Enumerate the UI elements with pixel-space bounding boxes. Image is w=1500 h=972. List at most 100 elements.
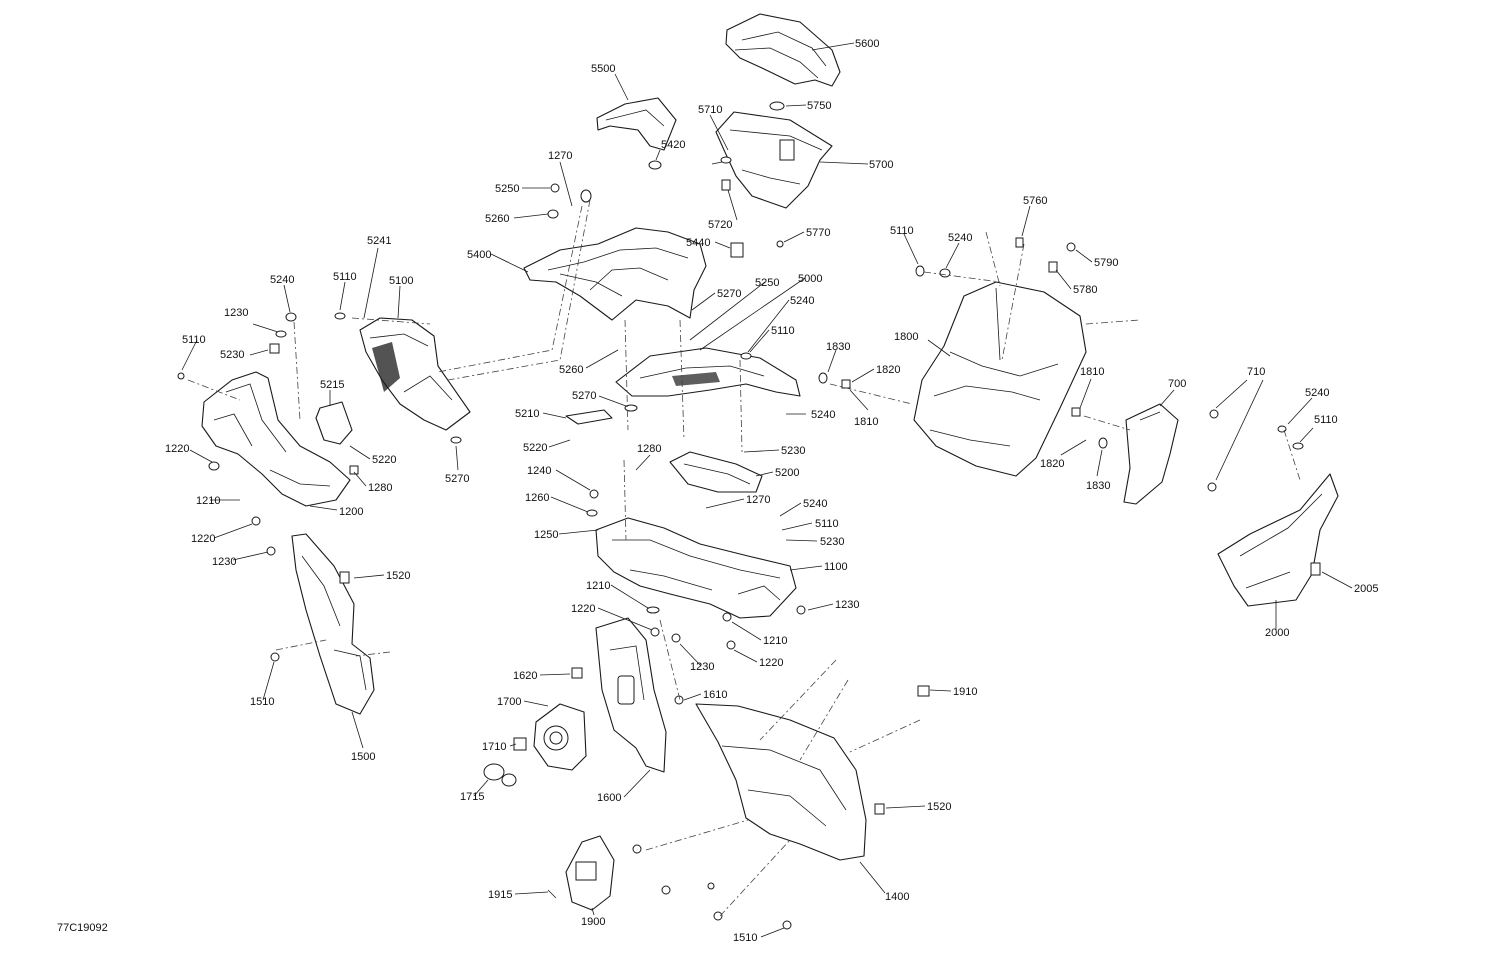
callout-label: 1520: [927, 801, 951, 813]
callout-label: 1820: [876, 364, 900, 376]
washer-5270-left: [450, 436, 462, 444]
fastener-1510-right: [782, 920, 792, 930]
part-1500-left-lower-panel: [291, 533, 375, 715]
screw-5710: [711, 156, 732, 165]
callout-label: 1800: [894, 331, 918, 343]
screw-1230-lower-left: [266, 546, 276, 556]
callout-label: 5720: [708, 219, 732, 231]
callout-label: 1230: [835, 599, 859, 611]
callout-label: 5270: [572, 390, 596, 402]
part-5100-grille-panel: [359, 317, 471, 431]
part-5200-bracket: [669, 451, 763, 493]
callout-label: 5700: [869, 159, 893, 171]
callout-label: 5230: [820, 536, 844, 548]
callout-label: 1280: [637, 443, 661, 455]
callout-label: 1270: [548, 150, 572, 162]
callout-label: 1220: [759, 657, 783, 669]
callout-label: 5440: [686, 237, 710, 249]
callout-label: 1810: [1080, 366, 1104, 378]
callout-label: 5250: [755, 277, 779, 289]
callout-label: 5110: [182, 334, 206, 346]
washer-5110-right: [915, 265, 925, 277]
callout-label: 710: [1247, 366, 1265, 378]
part-1100-lower-console: [595, 517, 797, 619]
callout-label: 1610: [703, 689, 727, 701]
pin-1915: [547, 889, 557, 899]
callout-label: 1280: [368, 482, 392, 494]
part-5600-top-cover: [725, 13, 841, 87]
callout-label: 5240: [790, 295, 814, 307]
callout-label: 1260: [525, 492, 549, 504]
hardware: [177, 101, 1321, 930]
callout-label: 1510: [250, 696, 274, 708]
screw-1210-right: [722, 612, 732, 622]
callout-label: 1270: [746, 494, 770, 506]
washer-5110-far-right: [1292, 442, 1304, 450]
callout-label: 1220: [165, 443, 189, 455]
fastener-5770: [776, 240, 784, 248]
screw-1220-lower-left: [251, 516, 261, 526]
callout-label: 1250: [534, 529, 558, 541]
callout-label: 5500: [591, 63, 615, 75]
clip-2005: [1310, 562, 1321, 576]
callout-label: 5110: [815, 518, 839, 530]
callout-label: 1210: [763, 635, 787, 647]
callout-label: 1520: [386, 570, 410, 582]
callout-label: 1500: [351, 751, 375, 763]
screw-1230-left: [177, 372, 185, 380]
callout-label: 1830: [1086, 480, 1110, 492]
part-2000-right-panel: [1217, 473, 1339, 607]
callout-label: 2005: [1354, 583, 1378, 595]
clip-5780: [1048, 261, 1058, 273]
part-5700-bin: [715, 111, 833, 209]
callout-label: 5215: [320, 379, 344, 391]
callout-label: 5110: [771, 325, 795, 337]
fastener-5260a: [547, 209, 559, 219]
callout-label: 5220: [523, 442, 547, 454]
callout-label: 1910: [953, 686, 977, 698]
clip-5230-left: [269, 343, 280, 354]
callout-label: 1820: [1040, 458, 1064, 470]
clip-1820: [841, 379, 851, 389]
screw-1230-right: [796, 605, 806, 615]
callout-label: 5240: [1305, 387, 1329, 399]
callout-label: 2000: [1265, 627, 1289, 639]
assembly-lines: [187, 199, 1301, 917]
part-5210-plate: [565, 409, 613, 425]
part-1400-door-panel: [695, 703, 867, 861]
callout-label: 1900: [581, 916, 605, 928]
gasket-1715: [483, 763, 517, 787]
callout-label: 1915: [488, 889, 512, 901]
callout-label: 1400: [885, 891, 909, 903]
screw-1240: [589, 489, 599, 499]
leader-lines: [181, 42, 1353, 938]
clip-1910: [917, 685, 930, 697]
callout-label: 5260: [485, 213, 509, 225]
callout-label: 5110: [890, 225, 914, 237]
callout-label: 1715: [460, 791, 484, 803]
callout-label: 5750: [807, 100, 831, 112]
callout-label: 700: [1168, 378, 1186, 390]
clip-5760: [1015, 237, 1024, 248]
fastener-1620: [571, 667, 583, 679]
callout-label: 5270: [717, 288, 741, 300]
callout-label: 1620: [513, 670, 537, 682]
part-1600-panel: [595, 617, 667, 773]
washer-1210-console: [646, 606, 660, 614]
washer-5270-console: [624, 404, 638, 412]
part-1800-large-bin: [913, 281, 1087, 477]
screw-710: [1207, 409, 1219, 492]
callout-labels: 5600 5500 5750 5710 5420 5700 1270 5250 …: [165, 38, 1378, 944]
washer-5240-left: [285, 312, 297, 322]
callout-label: 5230: [781, 445, 805, 457]
part-5215-plate: [315, 401, 353, 445]
callout-label: 5100: [389, 275, 413, 287]
callout-label: 5780: [1073, 284, 1097, 296]
fastener-1510-left: [270, 652, 280, 662]
callout-label: 1220: [571, 603, 595, 615]
clip-1520-right: [874, 803, 885, 815]
part-700-side-plate: [1123, 403, 1179, 505]
fastener-5420: [648, 160, 662, 170]
part-5000-console-tray: [615, 347, 801, 397]
